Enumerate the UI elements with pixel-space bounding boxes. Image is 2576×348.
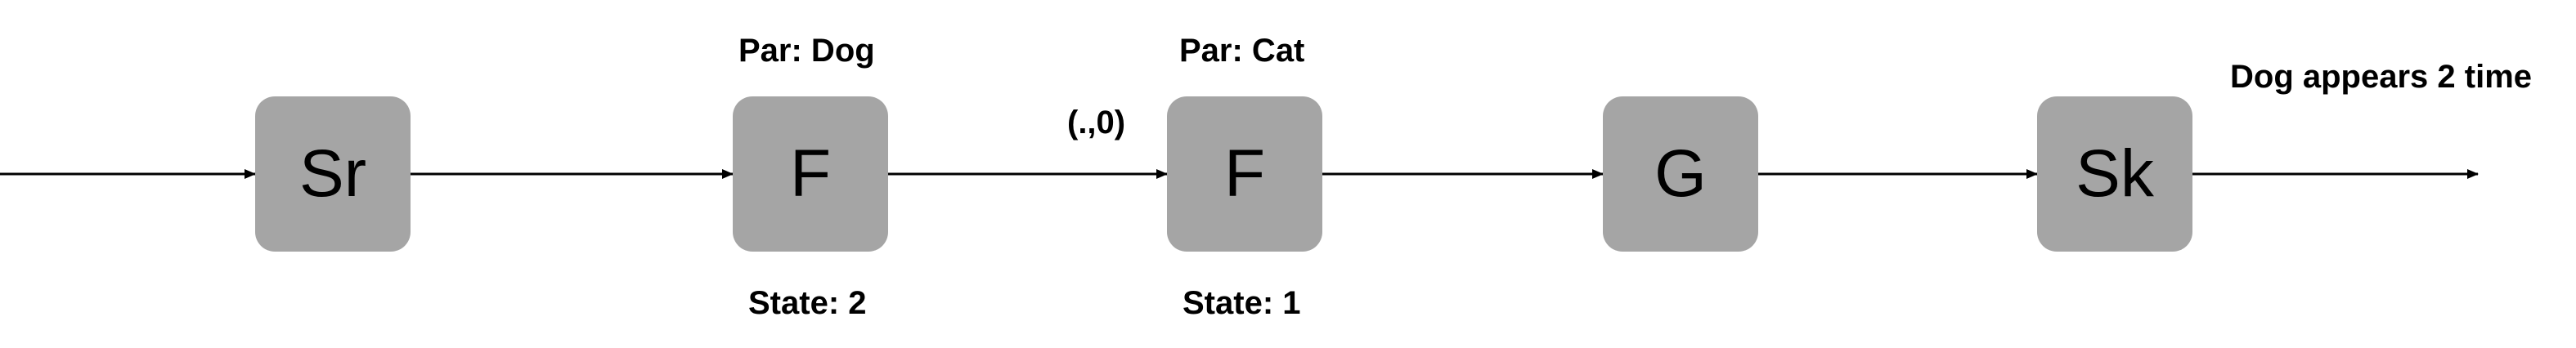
f1-par-label: Par: Dog <box>738 33 875 69</box>
f1-state-label: State: 2 <box>748 285 867 321</box>
node-f1: F <box>733 96 888 252</box>
output-label: Dog appears 2 time <box>2230 59 2533 95</box>
f2-par-label: Par: Cat <box>1179 33 1305 69</box>
node-sk: Sk <box>2037 96 2192 252</box>
node-f2: F <box>1167 96 1322 252</box>
node-sr: Sr <box>255 96 411 252</box>
node-g: G <box>1603 96 1758 252</box>
edge-f1-f2-label: (.,0) <box>1067 105 1126 141</box>
f2-state-label: State: 1 <box>1183 285 1301 321</box>
